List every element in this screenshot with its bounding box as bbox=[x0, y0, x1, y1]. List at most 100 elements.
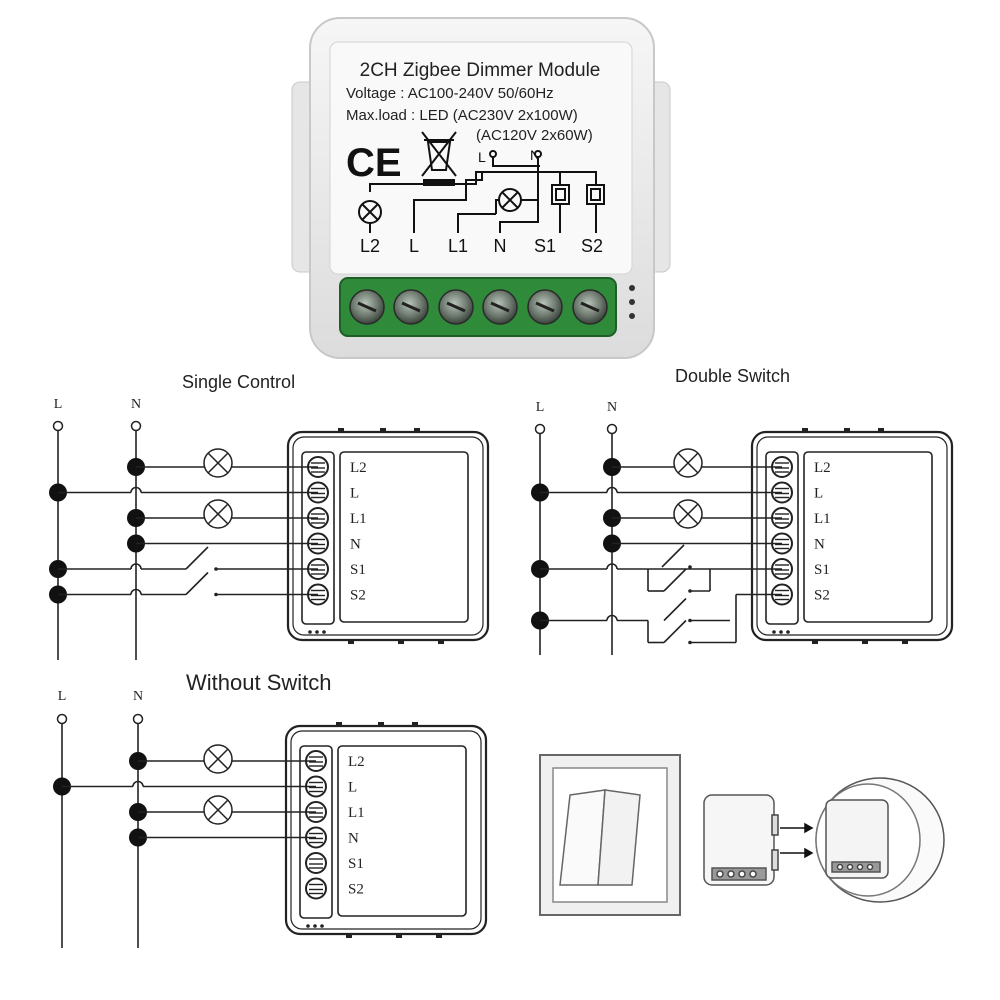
switch-blade bbox=[661, 544, 685, 568]
terminal-label: S1 bbox=[814, 562, 830, 578]
terminal-label: L1 bbox=[814, 511, 831, 527]
wire-hop bbox=[132, 780, 144, 787]
switch-blade bbox=[185, 571, 209, 596]
module-terminal-labels: L2 L L1 N S1 S2 bbox=[360, 236, 603, 256]
supply-label: L bbox=[54, 397, 63, 412]
terminal-label: L bbox=[350, 486, 359, 502]
module-outline-inner bbox=[756, 436, 948, 636]
terminal-label: L1 bbox=[350, 511, 367, 527]
switch-blade bbox=[663, 568, 687, 592]
supply-label: N bbox=[131, 397, 141, 412]
module-notch bbox=[346, 933, 352, 938]
module-notch bbox=[412, 722, 418, 727]
module-dot bbox=[322, 630, 326, 634]
module-terminal-label: L2 bbox=[360, 236, 380, 256]
terminal-label: L2 bbox=[348, 754, 365, 770]
screw-slot bbox=[535, 301, 555, 313]
screw-slot bbox=[401, 301, 421, 313]
module-notch bbox=[398, 639, 404, 644]
supply-terminal bbox=[52, 420, 64, 432]
screw-slot bbox=[446, 301, 466, 313]
module-notch bbox=[802, 428, 808, 433]
module-notch bbox=[844, 428, 850, 433]
module-notch bbox=[380, 428, 386, 433]
without-switch-title: Without Switch bbox=[186, 670, 332, 695]
double-switch-title: Double Switch bbox=[675, 366, 790, 386]
module-terminal-label: N bbox=[494, 236, 507, 256]
module-terminal-label: L1 bbox=[448, 236, 468, 256]
module-terminal-label: L bbox=[409, 236, 419, 256]
supply-label: N bbox=[133, 689, 143, 704]
module-notch bbox=[396, 933, 402, 938]
terminal-label: S1 bbox=[350, 562, 366, 578]
terminal-screw-icon bbox=[305, 877, 327, 900]
terminal-label: N bbox=[814, 537, 825, 553]
terminal-label: L2 bbox=[350, 460, 367, 476]
lamp-cross bbox=[207, 452, 229, 474]
terminal-label: L bbox=[814, 486, 823, 502]
module-maxload-2: (AC120V 2x60W) bbox=[476, 127, 593, 144]
module-notch bbox=[378, 722, 384, 727]
wire-hop bbox=[130, 563, 142, 570]
supply-label: L bbox=[58, 689, 67, 704]
supply-label: N bbox=[607, 400, 617, 415]
switch-blade bbox=[185, 546, 209, 570]
supply-terminal bbox=[534, 423, 546, 435]
terminal-label: L bbox=[348, 780, 357, 796]
installation-illustration bbox=[539, 754, 945, 916]
wire-hop bbox=[130, 588, 142, 595]
module-dot bbox=[308, 630, 312, 634]
module-title: 2CH Zigbee Dimmer Module bbox=[360, 60, 601, 81]
terminal-label: L1 bbox=[348, 805, 365, 821]
lamp-cross bbox=[677, 503, 699, 525]
lamp-cross bbox=[207, 799, 229, 821]
supply-terminal bbox=[132, 713, 144, 725]
module-notch bbox=[348, 639, 354, 644]
module-terminal-label: S2 bbox=[581, 236, 603, 256]
module-outline-inner bbox=[290, 730, 482, 930]
lamp-cross bbox=[207, 503, 229, 525]
lamp-cross bbox=[677, 452, 699, 474]
wire-hop bbox=[606, 486, 618, 493]
module-voltage: Voltage : AC100-240V 50/60Hz bbox=[346, 85, 554, 102]
mini-label-L: L bbox=[478, 149, 486, 165]
terminal-screws bbox=[349, 289, 608, 325]
terminal-label: S1 bbox=[348, 856, 364, 872]
terminal-label: S2 bbox=[348, 882, 364, 898]
module-dot bbox=[786, 630, 790, 634]
switch-blade bbox=[663, 619, 687, 644]
wire-hop bbox=[606, 614, 618, 621]
module-dot bbox=[772, 630, 776, 634]
wire-hop bbox=[606, 563, 618, 570]
ce-mark: CE bbox=[346, 141, 402, 185]
supply-terminal bbox=[56, 713, 68, 725]
screw-slot bbox=[357, 301, 377, 313]
lamp-cross bbox=[207, 748, 229, 770]
wire-hop bbox=[130, 486, 142, 493]
module-notch bbox=[338, 428, 344, 433]
supply-terminal bbox=[130, 420, 142, 432]
module-terminal-label: S1 bbox=[534, 236, 556, 256]
terminal-screw-icon bbox=[305, 852, 327, 874]
module-mini-wiring: L N bbox=[358, 147, 605, 233]
module-small-icon bbox=[703, 794, 779, 886]
module-dot bbox=[313, 924, 317, 928]
module-face bbox=[337, 745, 467, 917]
single-control-title: Single Control bbox=[182, 372, 295, 392]
module-face bbox=[339, 451, 469, 623]
terminal-label: L2 bbox=[814, 460, 831, 476]
module-dot bbox=[779, 630, 783, 634]
screw-slot bbox=[580, 301, 600, 313]
terminal-label: S2 bbox=[814, 588, 830, 604]
module-dot bbox=[315, 630, 319, 634]
supply-label: L bbox=[536, 400, 545, 415]
wall-box-icon bbox=[815, 777, 945, 903]
module-maxload: Max.load : LED (AC230V 2x100W) bbox=[346, 107, 578, 124]
module-notch bbox=[436, 933, 442, 938]
module-notch bbox=[862, 639, 868, 644]
switch-blade bbox=[663, 597, 687, 622]
